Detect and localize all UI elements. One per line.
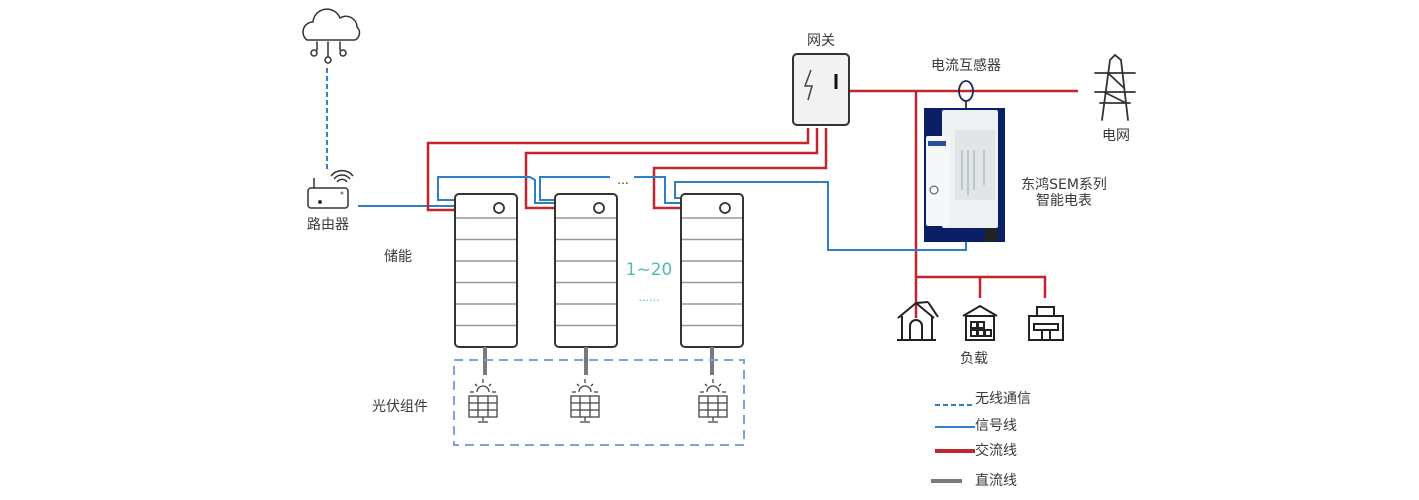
legend-label-signal: 信号线 (975, 418, 1017, 434)
legend-label-ac: 交流线 (975, 443, 1017, 459)
cloud-icon (302, 8, 361, 64)
house-icon (897, 301, 939, 341)
battery-cabinet-icon (454, 193, 518, 348)
meter-label-line1: 东鸿SEM系列 (1021, 177, 1107, 193)
warehouse-icon (962, 304, 998, 341)
quantity-label: 1~20 (625, 260, 673, 280)
quantity-dots: ...... (638, 291, 660, 304)
ac-wiring (426, 89, 1078, 318)
load-label: 负载 (960, 351, 988, 367)
current-transformer-icon (958, 80, 974, 108)
solar-panel-icon (468, 379, 498, 423)
router-label: 路由器 (307, 217, 349, 233)
signal-wiring (437, 176, 967, 251)
pv-label: 光伏组件 (372, 399, 428, 415)
legend (931, 404, 975, 483)
meter-label-line2: 智能电表 (1036, 193, 1092, 209)
solar-panel-icon (698, 379, 728, 423)
battery-cabinet-icon (554, 193, 618, 348)
meter-label: 东鸿SEM系列 智能电表 (1021, 177, 1107, 209)
smart-meter-image (924, 108, 1005, 242)
factory-icon (1028, 306, 1064, 341)
legend-label-dc: 直流线 (975, 473, 1017, 489)
current-transformer-label: 电流互感器 (931, 58, 1001, 74)
storage-label: 储能 (384, 249, 412, 265)
pv-group-border (453, 359, 745, 446)
gateway-label: 网关 (807, 33, 835, 49)
solar-panel-icon (570, 379, 600, 423)
grid-label: 电网 (1102, 128, 1130, 144)
battery-cabinet-icon (680, 193, 744, 348)
more-dots: ... (617, 173, 629, 187)
power-tower-icon (1094, 53, 1136, 121)
legend-label-wireless: 无线通信 (975, 391, 1031, 407)
router-icon (307, 169, 354, 209)
gateway-icon (792, 53, 850, 126)
